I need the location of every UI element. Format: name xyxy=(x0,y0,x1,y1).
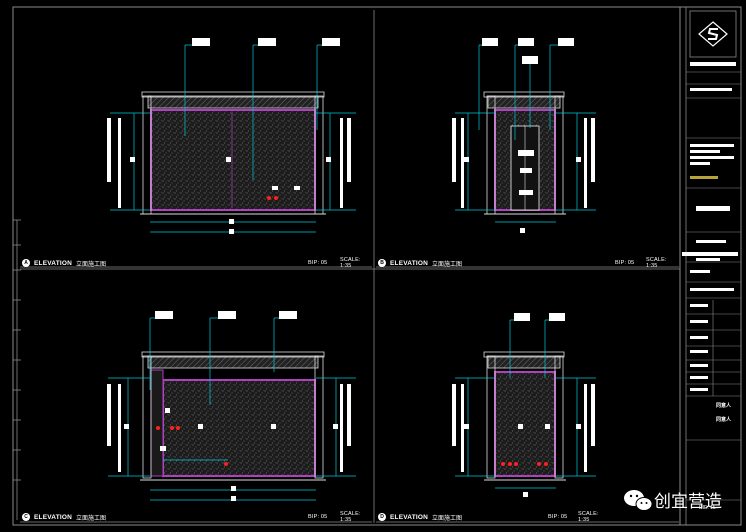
sheet-number: DIE: 15 xyxy=(699,505,716,511)
signature-1: 同意人 xyxy=(716,403,732,409)
caption-a: A ELEVATION 立面施工图 BIP: 05 SCALE: 1:35 xyxy=(22,257,372,269)
sheet-border xyxy=(12,6,742,526)
elevation-d xyxy=(452,313,596,497)
caption-subtitle: 立面施工图 xyxy=(76,515,107,522)
caption-d: D ELEVATION 立面施工图 BIP: 05 SCALE: 1:35 xyxy=(378,511,608,523)
caption-title: ELEVATION xyxy=(390,259,429,267)
wechat-icon xyxy=(624,490,653,511)
caption-scale: SCALE: 1:35 xyxy=(646,257,667,269)
elevation-b xyxy=(452,38,596,233)
caption-title: ELEVATION xyxy=(34,259,73,267)
watermark-icon-spacer xyxy=(618,486,648,512)
caption-number: C xyxy=(22,513,30,521)
caption-scale: SCALE: 1:35 xyxy=(340,511,361,523)
caption-subtitle: 立面施工图 xyxy=(432,515,463,522)
caption-scale: SCALE: 1:35 xyxy=(578,511,599,523)
caption-subtitle: 立面施工图 xyxy=(76,261,107,268)
company-logo-icon xyxy=(698,21,728,47)
caption-number: D xyxy=(378,513,386,521)
caption-ref: BIP: 05 xyxy=(308,260,328,266)
caption-rules xyxy=(20,266,679,523)
caption-number: A xyxy=(22,259,30,267)
elevation-a xyxy=(107,38,356,234)
caption-c: C ELEVATION 立面施工图 BIP: 05 SCALE: 1:35 xyxy=(22,511,372,523)
signature-2: 同意人 xyxy=(716,417,732,423)
caption-title: ELEVATION xyxy=(34,513,73,521)
caption-scale: SCALE: 1:35 xyxy=(340,257,361,269)
caption-subtitle: 立面施工图 xyxy=(432,261,463,268)
title-block xyxy=(682,10,741,501)
left-margin-ticks xyxy=(13,219,21,520)
caption-ref: BIP: 05 xyxy=(615,260,635,266)
watermark: 创宜营造 xyxy=(618,484,722,514)
caption-ref: BIP: 05 xyxy=(308,514,328,520)
watermark-text: 创宜营造 xyxy=(654,491,722,512)
caption-title: ELEVATION xyxy=(390,513,429,521)
caption-number: B xyxy=(378,259,386,267)
elevation-c xyxy=(107,311,356,501)
caption-b: B ELEVATION 立面施工图 BIP: 05 SCALE: 1:35 xyxy=(378,257,678,269)
caption-ref: BIP: 05 xyxy=(548,514,568,520)
